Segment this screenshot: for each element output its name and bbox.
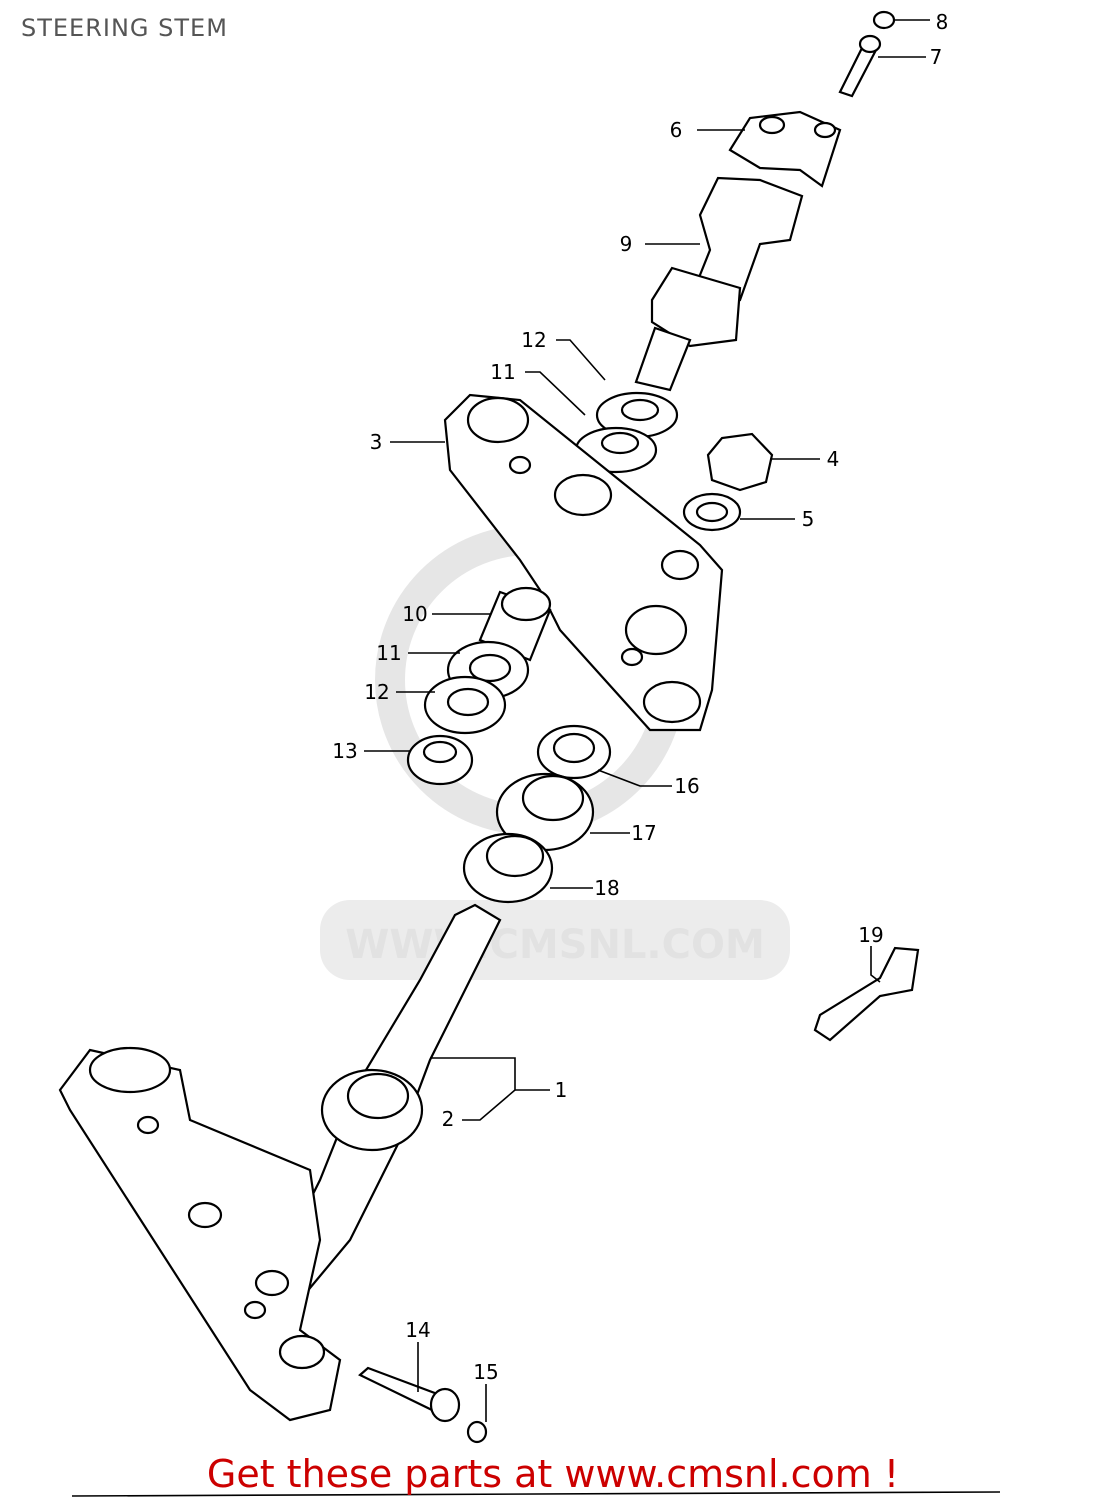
callout-9: 9: [620, 232, 633, 256]
callout-12-lower: 12: [364, 680, 389, 704]
part-18-bearing: [462, 832, 554, 904]
callout-6: 6: [670, 118, 683, 142]
part-17-bearing-race: [495, 772, 595, 852]
part-3-upper-bracket: [443, 393, 724, 732]
callout-19: 19: [858, 923, 883, 947]
part-12-washer-upper: [595, 391, 679, 439]
callout-4: 4: [827, 447, 840, 471]
diagram-title: STEERING STEM: [21, 14, 228, 42]
part-15-nut: [466, 1420, 488, 1444]
part-16-nut: [536, 724, 612, 780]
callout-16: 16: [674, 774, 699, 798]
callout-5: 5: [802, 507, 815, 531]
part-8-cap: [872, 10, 896, 30]
callout-3: 3: [370, 430, 383, 454]
callout-10: 10: [402, 602, 427, 626]
part-7-bolt: [838, 34, 882, 98]
callout-11-lower: 11: [376, 641, 401, 665]
part-12-washer-lower: [423, 675, 507, 735]
part-4-cap-nut: [706, 432, 774, 492]
callout-14: 14: [405, 1318, 430, 1342]
callout-18: 18: [594, 876, 619, 900]
part-13-nut: [406, 734, 474, 786]
callout-1: 1: [555, 1078, 568, 1102]
callout-12-upper: 12: [521, 328, 546, 352]
part-5-washer: [682, 492, 742, 532]
get-parts-link[interactable]: Get these parts at www.cmsnl.com !: [206, 1452, 900, 1496]
part-2-bearing: [320, 1068, 424, 1152]
part-19-lock: [813, 946, 920, 1042]
callout-13: 13: [332, 739, 357, 763]
part-14-bolt: [358, 1366, 461, 1423]
leader-lines: [364, 19, 930, 1422]
callout-8: 8: [936, 10, 949, 34]
bottom-rule: [71, 1491, 1001, 1497]
callout-2: 2: [442, 1107, 455, 1131]
callout-15: 15: [473, 1360, 498, 1384]
part-1-steering-stem: [58, 903, 502, 1422]
callout-7: 7: [930, 45, 943, 69]
callout-17: 17: [631, 821, 656, 845]
part-9-handlebar-holder: [634, 176, 804, 392]
part-6-handlebar-clamp: [728, 110, 842, 188]
callout-11-upper: 11: [490, 360, 515, 384]
watermark-text: WWW.CMSNL.COM: [345, 922, 765, 968]
